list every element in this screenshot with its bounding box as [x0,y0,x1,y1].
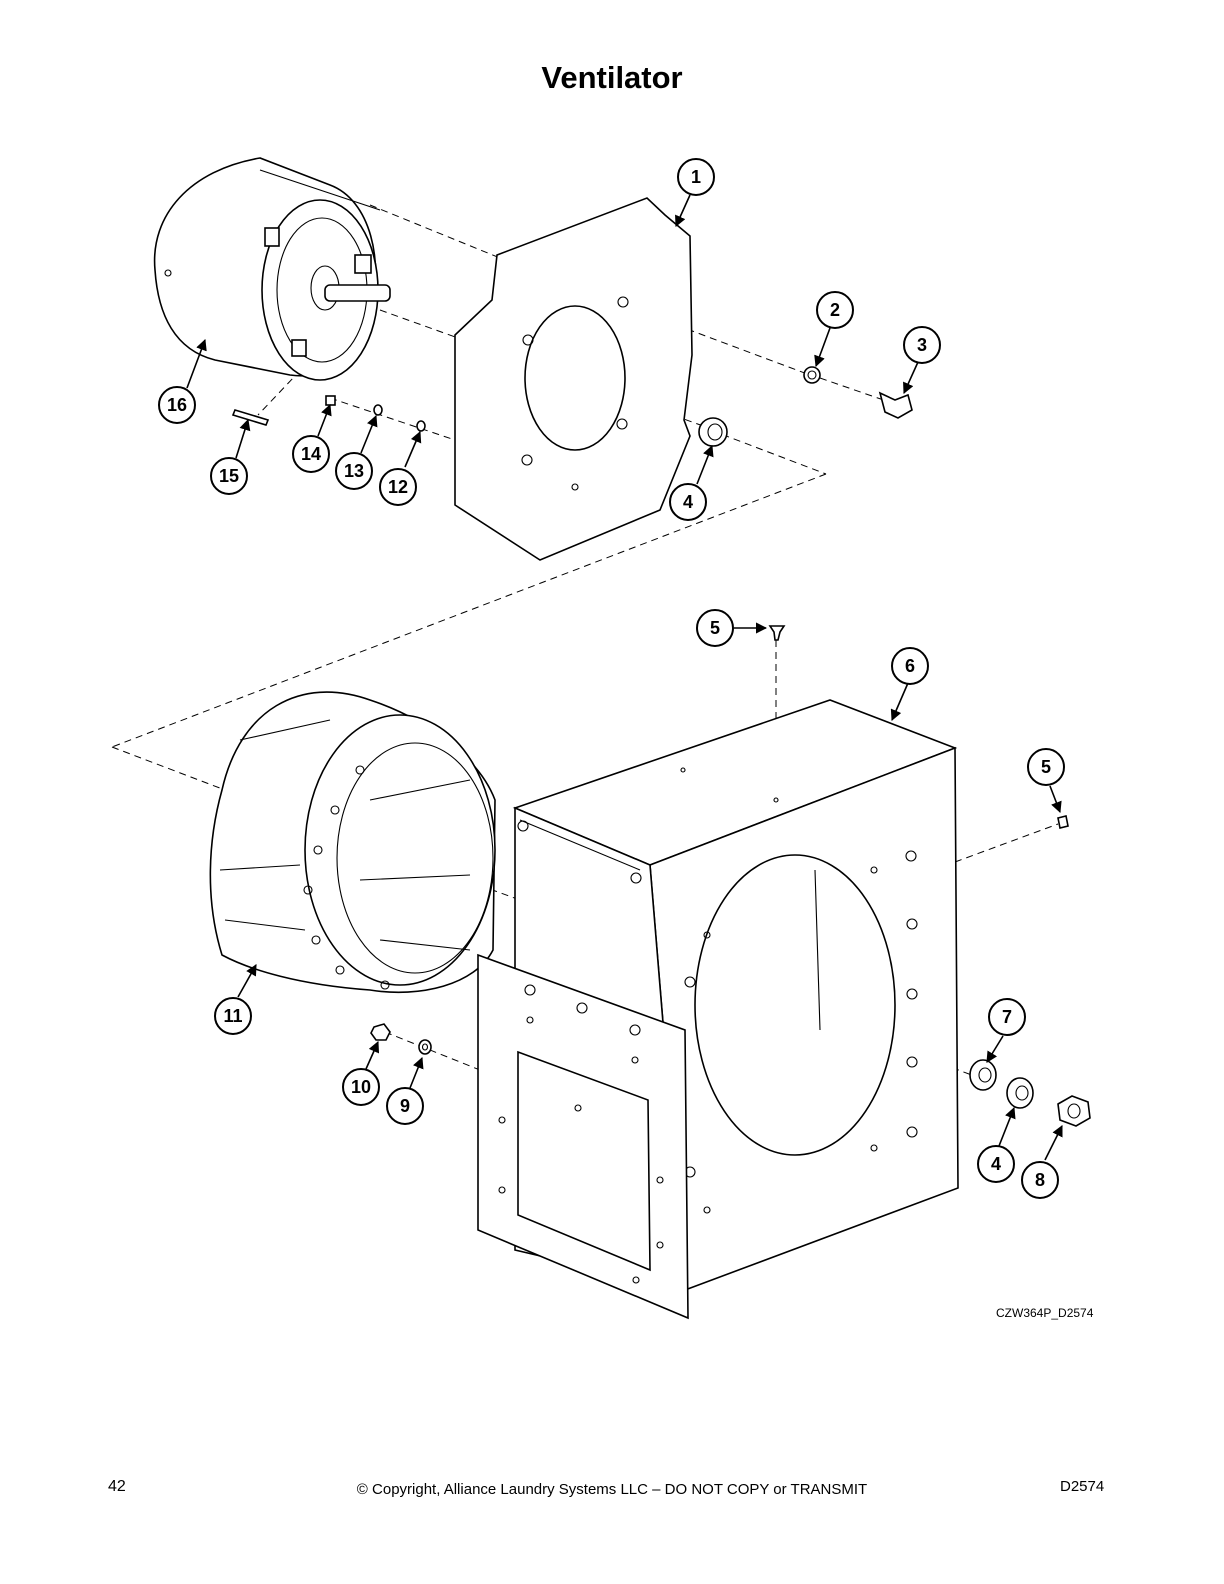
callout-7: 7 [988,998,1026,1036]
svg-text:4: 4 [991,1154,1001,1174]
svg-text:5: 5 [1041,757,1051,777]
svg-text:8: 8 [1035,1170,1045,1190]
svg-text:4: 4 [683,492,693,512]
lower-fasteners [370,625,1091,1127]
callout-4-upper: 4 [669,483,707,521]
callout-11: 11 [214,997,252,1035]
svg-text:14: 14 [301,444,321,464]
page-number: 42 [108,1478,126,1495]
callout-2: 2 [816,291,854,329]
callout-6: 6 [891,647,929,685]
callout-5-side: 5 [1027,748,1065,786]
blower-wheel [209,691,496,993]
svg-text:2: 2 [830,300,840,320]
callout-5-top: 5 [696,609,734,647]
svg-text:12: 12 [388,477,408,497]
page-title: Ventilator [541,60,683,95]
svg-text:16: 16 [167,395,187,415]
callout-4-lower: 4 [977,1145,1015,1183]
callout-1: 1 [677,158,715,196]
svg-text:7: 7 [1002,1007,1012,1027]
svg-text:6: 6 [905,656,915,676]
svg-text:1: 1 [691,167,701,187]
callout-15: 15 [210,457,248,495]
callout-3: 3 [903,326,941,364]
copyright-notice: © Copyright, Alliance Laundry Systems LL… [356,1481,868,1498]
leader-lines [186,194,1063,1161]
callout-16: 16 [158,386,196,424]
callout-8: 8 [1021,1161,1059,1199]
callout-10: 10 [342,1068,380,1106]
svg-text:3: 3 [917,335,927,355]
svg-text:15: 15 [219,466,239,486]
upper-fasteners [698,366,913,447]
mounting-plate [454,197,693,561]
outlet-flange [477,953,689,1320]
svg-text:13: 13 [344,461,364,481]
svg-text:11: 11 [223,1006,242,1026]
svg-text:9: 9 [400,1096,410,1116]
drawing-id: CZW364P_D2574 [996,1306,1094,1320]
document-code: D2574 [1060,1478,1105,1495]
small-hardware-upper [231,395,426,432]
svg-text:10: 10 [351,1077,371,1097]
motor [153,157,391,381]
callout-9: 9 [386,1087,424,1125]
callout-12: 12 [379,468,417,506]
svg-text:5: 5 [710,618,720,638]
callout-13: 13 [335,452,373,490]
callout-14: 14 [292,435,330,473]
